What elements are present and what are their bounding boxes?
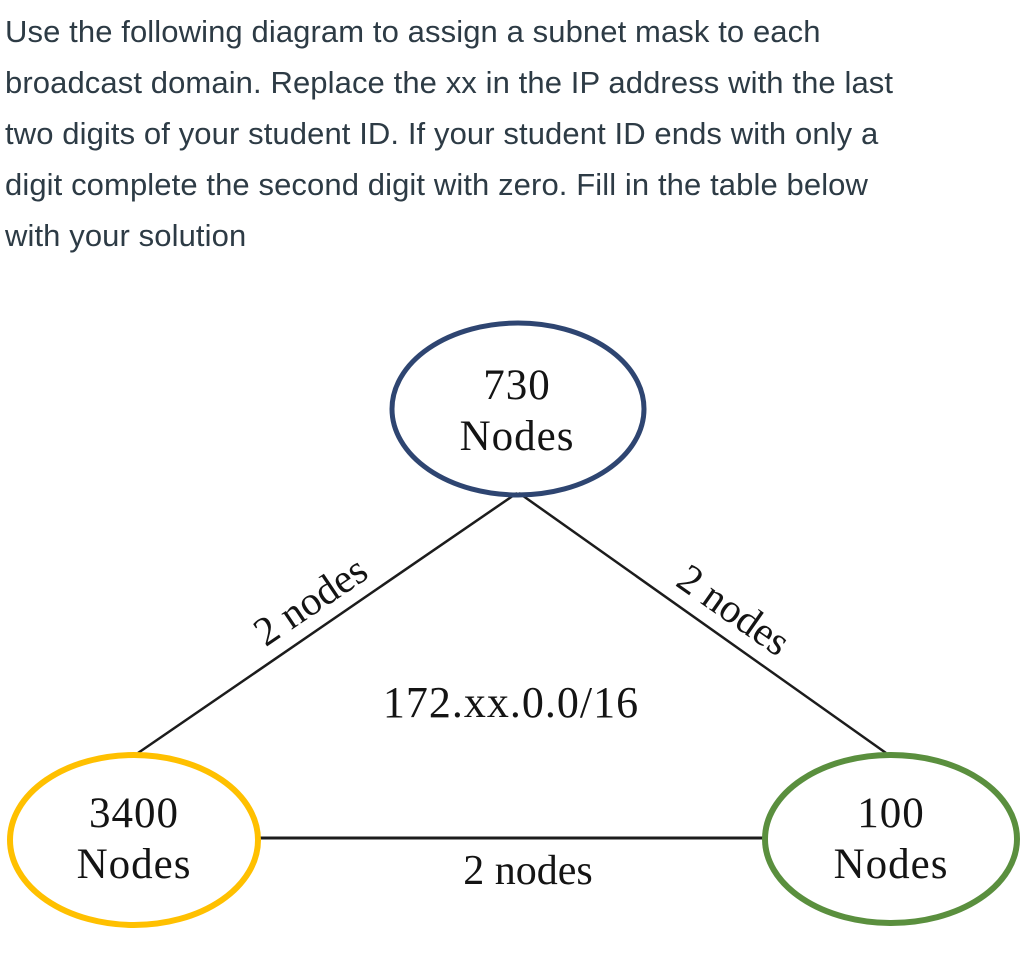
instructions-line: two digits of your student ID. If your s… (5, 116, 879, 151)
broadcast-domain-ellipse-top (389, 320, 647, 498)
edge-label-bottom: 2 nodes (463, 848, 593, 894)
edge-label-top-to-bottom-right: 2 nodes (669, 554, 799, 664)
node-count-bottom-right: 100 (857, 790, 925, 837)
broadcast-domain-ellipse-bottom-left (7, 752, 261, 928)
instructions-line: digit complete the second digit with zer… (5, 167, 869, 202)
instructions-line: with your solution (5, 218, 247, 253)
broadcast-domain-ellipse-bottom-right (762, 752, 1020, 926)
instructions-line: broadcast domain. Replace the xx in the … (5, 65, 894, 100)
network-address-label: 172.xx.0.0/16 (383, 678, 639, 727)
node-count-bottom-left: 3400 (89, 790, 179, 837)
edge-label-top-to-bottom-left: 2 nodes (245, 546, 376, 655)
node-unit-top: Nodes (460, 413, 575, 460)
instructions-line: Use the following diagram to assign a su… (5, 14, 821, 49)
node-unit-bottom-right: Nodes (834, 841, 949, 888)
node-unit-bottom-left: Nodes (77, 841, 192, 888)
edge-line-top-to-bottom-right (518, 491, 887, 755)
node-count-top: 730 (483, 362, 551, 409)
edge-line-top-to-bottom-left (137, 491, 518, 755)
instructions-paragraph: Use the following diagram to assign a su… (5, 6, 893, 261)
